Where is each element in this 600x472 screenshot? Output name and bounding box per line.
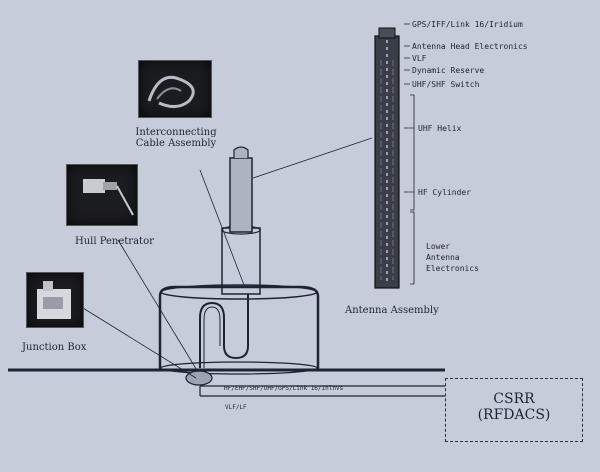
mast-antenna [229,157,253,233]
callout-antenna: Antenna [426,253,460,262]
label-antenna-assembly: Antenna Assembly [345,305,439,316]
label-cable-bottom: VLF/LF [225,404,247,411]
callout-uhf-shf-switch: UHF/SHF Switch [412,80,480,89]
callout-head-electronics: Antenna Head Electronics [412,42,528,51]
penetrator-fitting [185,370,213,386]
label-interconnecting-cable-line1: Interconnecting [135,127,217,138]
antenna-callout-brackets [404,23,415,285]
label-cable-top: HF/EHF/SHF/UHF/GPS/Link 16/Inlnvs [224,385,344,392]
sail-top-ellipse [160,284,318,300]
internal-cable-inner [203,306,221,368]
callout-vlf: VLF [412,54,427,63]
callout-hf-cylinder: HF Cylinder [418,188,471,197]
leader-penetrator [117,239,199,373]
antenna-assembly-ribs [380,60,394,280]
cable-coil-icon [147,75,195,108]
internal-cable [199,294,249,368]
callout-electronics: Electronics [426,264,479,273]
leader-junction [69,299,197,379]
callout-gps: GPS/IFF/Link 16/Iridium [412,20,523,29]
junction-box-photo [26,272,84,328]
penetrator-photo [66,164,138,226]
junction-box-icon [37,281,71,319]
label-interconnecting-cable-line2: Cable Assembly [135,138,217,149]
sail-bottom-ellipse [160,361,318,375]
label-interconnecting-cable: Interconnecting Cable Assembly [118,127,234,149]
mast-antenna-cap [233,146,249,158]
callout-uhf-helix: UHF Helix [418,124,462,133]
csrr-sublabel: (RFDACS) [477,407,551,423]
callout-dynamic-reserve: Dynamic Reserve [412,66,485,75]
label-junction-box: Junction Box [22,342,87,353]
csrr-box: CSRR (RFDACS) [445,378,583,442]
callout-lower: Lower [426,242,451,251]
leader-cable [199,169,245,286]
antenna-assembly-top [378,27,396,39]
penetrator-icon [83,179,134,216]
csrr-label: CSRR [493,391,535,407]
label-hull-penetrator: Hull Penetrator [75,236,154,247]
cable-photo [138,60,212,118]
leader-antenna [252,137,373,179]
mast-housing [221,227,261,295]
